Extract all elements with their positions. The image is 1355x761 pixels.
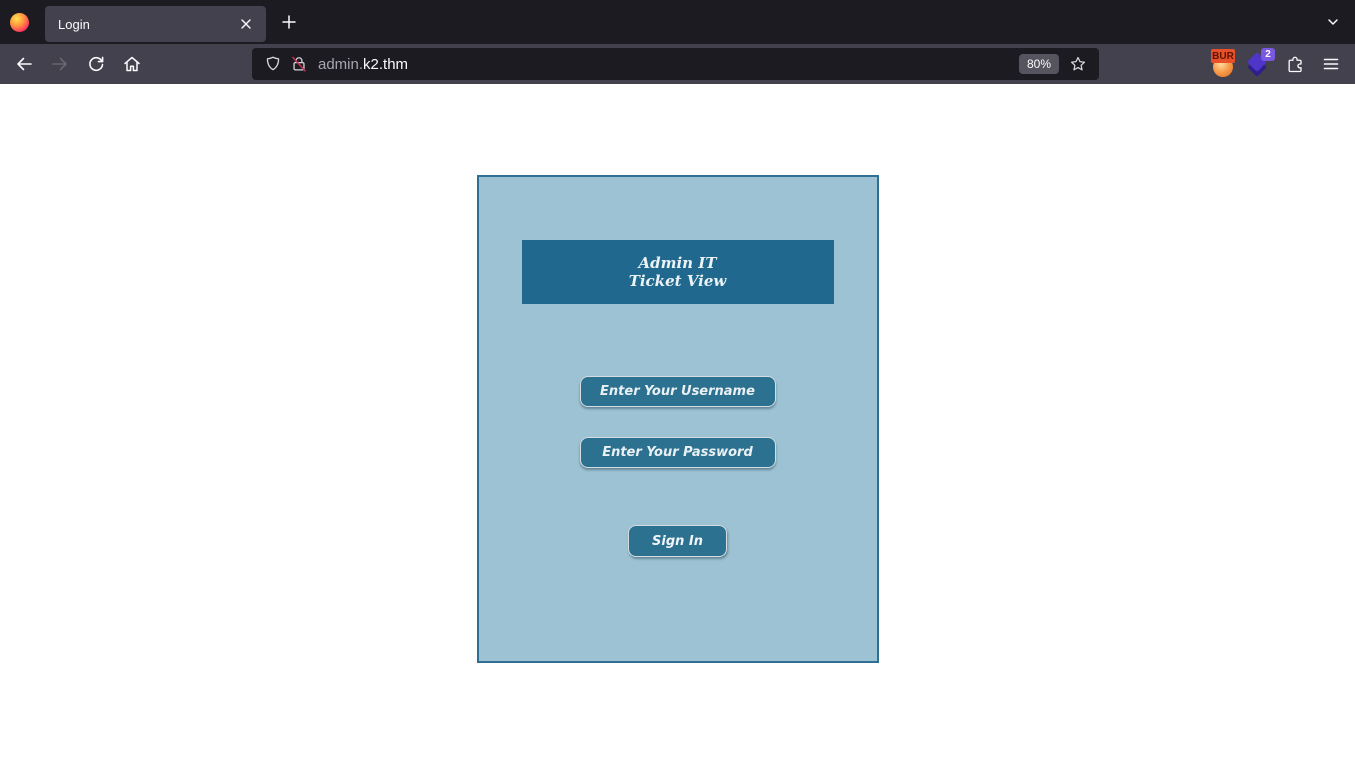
puzzle-piece-icon	[1288, 56, 1302, 73]
reload-icon	[89, 56, 104, 72]
close-icon	[241, 19, 251, 29]
new-tab-button[interactable]	[274, 7, 304, 37]
back-button[interactable]	[8, 48, 40, 80]
forward-button[interactable]	[44, 48, 76, 80]
firefox-view-button[interactable]	[3, 6, 35, 38]
purple-extension-button[interactable]: 2	[1243, 46, 1275, 82]
list-all-tabs-button[interactable]	[1319, 8, 1347, 36]
foxyproxy-proxy-label: BUR	[1211, 49, 1235, 63]
foxyproxy-extension-button[interactable]: BUR	[1207, 46, 1239, 82]
url-bar[interactable]: admin.k2.thm 80%	[252, 48, 1099, 80]
sign-in-button[interactable]: Sign In	[628, 525, 727, 557]
password-input[interactable]	[579, 437, 776, 468]
tab-close-button[interactable]	[234, 12, 258, 36]
extensions-area: BUR 2	[1207, 46, 1347, 82]
url-text: admin.k2.thm	[318, 56, 1019, 73]
tab-title: Login	[58, 16, 90, 32]
app-menu-button[interactable]	[1315, 46, 1347, 82]
reload-button[interactable]	[80, 48, 112, 80]
extension-count-badge: 2	[1261, 48, 1275, 61]
firefox-logo-icon	[9, 12, 29, 32]
back-arrow-icon	[17, 57, 32, 71]
username-input[interactable]	[579, 376, 776, 407]
home-button[interactable]	[116, 48, 148, 80]
forward-arrow-icon	[52, 57, 67, 71]
site-security-button[interactable]	[286, 51, 312, 77]
home-icon	[124, 56, 140, 72]
page-title: Admin IT Ticket View	[628, 254, 727, 290]
hamburger-menu-icon	[1323, 58, 1339, 70]
star-icon	[1070, 56, 1086, 71]
plus-icon	[282, 15, 296, 29]
url-subdomain: admin.	[318, 55, 364, 73]
browser-tab-login[interactable]: Login	[45, 6, 266, 42]
page-viewport: Admin IT Ticket View Sign In	[0, 175, 1355, 761]
login-card-header: Admin IT Ticket View	[521, 240, 834, 304]
login-card: Admin IT Ticket View Sign In	[476, 175, 879, 663]
tracking-protection-button[interactable]	[260, 51, 286, 77]
chevron-down-icon	[1328, 19, 1338, 25]
shield-icon	[266, 56, 280, 71]
bookmark-star-button[interactable]	[1065, 51, 1091, 77]
foxyproxy-icon: BUR	[1211, 49, 1235, 77]
extensions-menu-button[interactable]	[1279, 46, 1311, 82]
zoom-level-badge[interactable]: 80%	[1018, 54, 1059, 74]
tab-bar: Login	[0, 0, 1355, 44]
insecure-lock-icon	[292, 56, 306, 72]
url-domain: k2.thm	[363, 55, 409, 73]
stacked-diamond-icon: 2	[1246, 48, 1275, 77]
navigation-toolbar: admin.k2.thm 80% BUR 2	[0, 44, 1355, 84]
